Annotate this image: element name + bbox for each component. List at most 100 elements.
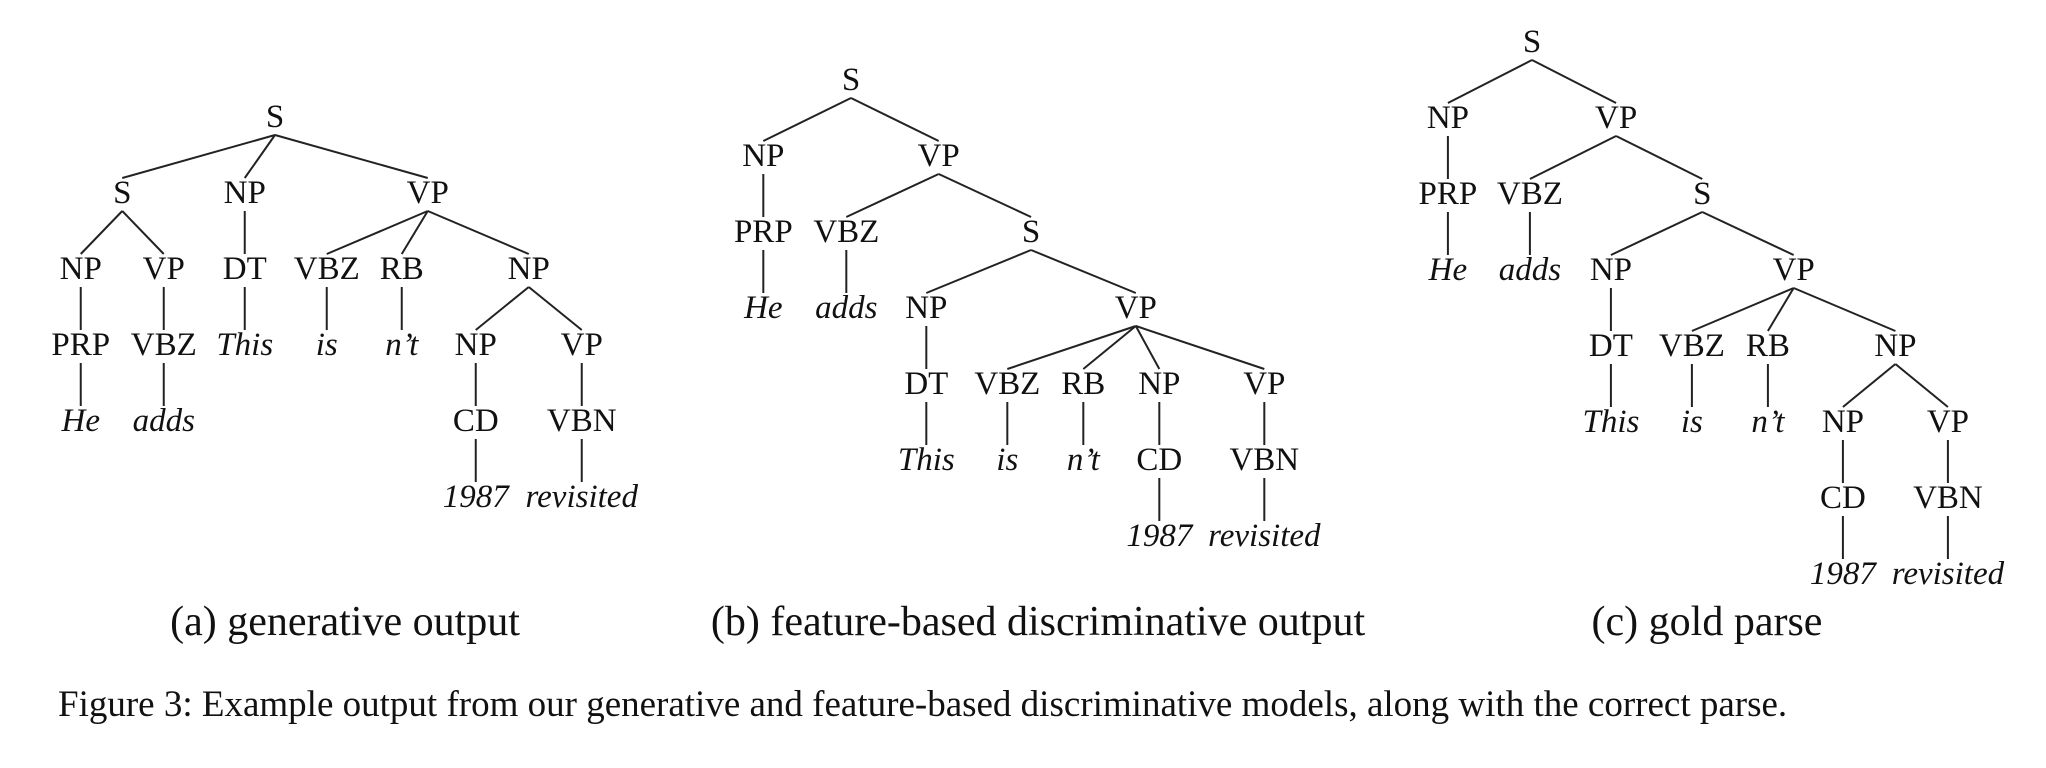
tree-edge [427, 210, 530, 255]
node-label-rb: RB [1061, 366, 1105, 402]
tree-edge [1006, 325, 1137, 370]
node-label-np: NP [1874, 328, 1916, 364]
tree-edge [850, 97, 940, 142]
node-label-vp: VP [561, 327, 603, 363]
node-label-vp: VP [143, 251, 185, 287]
tree-gold-parse: SNPPRPHeVPVBZaddsSNPDTThisVPVBZisRBn’tNP… [1419, 24, 2005, 592]
leaf-word: He [743, 290, 782, 326]
tree-edge [762, 97, 852, 142]
node-label-np: NP [905, 290, 947, 326]
leaf-word: is [316, 327, 338, 363]
leaf-word: is [996, 442, 1018, 478]
node-label-rb: RB [380, 251, 424, 287]
leaf-word: n’t [1751, 404, 1785, 440]
tree-generative-output: SSNPPRPHeVPVBZaddsNPDTThisVPVBZisRBn’tNP… [51, 99, 638, 515]
tree-feature-based-discriminative-output: SNPPRPHeVPVBZaddsSNPDTThisVPVBZisRBn’tNP… [734, 62, 1321, 554]
node-label-cd: CD [1820, 480, 1866, 516]
tree-edge [1691, 287, 1795, 332]
node-label-vp: VP [918, 138, 960, 174]
tree-edge [938, 173, 1032, 218]
tree-edge [1842, 363, 1897, 408]
subcaption-b: (b) feature-based discriminative output [711, 599, 1366, 645]
tree-edge [1767, 287, 1795, 332]
node-label-np: NP [60, 251, 102, 287]
leaf-word: revisited [1208, 518, 1321, 554]
node-label-prp: PRP [734, 214, 793, 250]
tree-edge [475, 286, 530, 331]
node-label-s: S [113, 175, 131, 211]
node-label-vp: VP [1243, 366, 1285, 402]
tree-edge [80, 210, 123, 255]
leaf-word: He [61, 403, 100, 439]
node-label-vbz: VBZ [813, 214, 879, 250]
node-label-vp: VP [1115, 290, 1157, 326]
node-label-vp: VP [1595, 100, 1637, 136]
leaf-word: This [216, 327, 273, 363]
node-label-dt: DT [1589, 328, 1633, 364]
node-label-vbz: VBZ [974, 366, 1040, 402]
leaf-word: adds [815, 290, 877, 326]
tree-edge [1615, 135, 1703, 180]
node-label-prp: PRP [1419, 176, 1478, 212]
tree-edge [1701, 211, 1795, 256]
leaf-word: 1987 [1810, 556, 1878, 592]
node-label-vbz: VBZ [294, 251, 360, 287]
tree-edge [1447, 59, 1533, 104]
leaf-word: 1987 [443, 479, 511, 515]
node-label-np: NP [224, 175, 266, 211]
node-label-cd: CD [453, 403, 499, 439]
tree-edge [1529, 135, 1617, 180]
tree-edge [1134, 325, 1161, 370]
leaf-word: adds [133, 403, 195, 439]
node-label-np: NP [1138, 366, 1180, 402]
node-label-vbn: VBN [1229, 442, 1299, 478]
leaf-word: revisited [526, 479, 639, 515]
leaf-word: He [1428, 252, 1467, 288]
tree-edge [1082, 325, 1137, 370]
node-label-np: NP [1822, 404, 1864, 440]
tree-edge [925, 249, 1032, 294]
node-label-dt: DT [223, 251, 267, 287]
subcaption-c: (c) gold parse [1592, 599, 1823, 645]
node-label-np: NP [1427, 100, 1469, 136]
leaf-word: This [898, 442, 955, 478]
tree-edge [1610, 211, 1703, 256]
tree-edge [1894, 363, 1949, 408]
node-label-vbz: VBZ [1659, 328, 1725, 364]
node-label-prp: PRP [51, 327, 110, 363]
node-label-cd: CD [1136, 442, 1182, 478]
tree-edge [243, 134, 276, 179]
tree-edge [1030, 249, 1137, 294]
node-label-s: S [1523, 24, 1541, 60]
tree-edge [400, 210, 429, 255]
node-label-vp: VP [1773, 252, 1815, 288]
node-label-s: S [842, 62, 860, 98]
tree-edge [1793, 287, 1896, 332]
tree-edge [121, 134, 276, 179]
node-label-vbn: VBN [1913, 480, 1983, 516]
node-label-vp: VP [407, 175, 449, 211]
leaf-word: adds [1499, 252, 1561, 288]
node-label-np: NP [455, 327, 497, 363]
tree-edge [326, 210, 429, 255]
leaf-word: n’t [1067, 442, 1101, 478]
leaf-word: revisited [1892, 556, 2005, 592]
node-label-vbz: VBZ [1497, 176, 1563, 212]
node-label-s: S [1693, 176, 1711, 212]
node-label-vbn: VBN [547, 403, 617, 439]
tree-edge [1135, 325, 1265, 370]
leaf-word: n’t [385, 327, 419, 363]
node-label-vbz: VBZ [131, 327, 197, 363]
node-label-s: S [1022, 214, 1040, 250]
node-label-vp: VP [1927, 404, 1969, 440]
leaf-word: 1987 [1126, 518, 1194, 554]
node-label-np: NP [508, 251, 550, 287]
node-label-np: NP [1590, 252, 1632, 288]
tree-edge [845, 173, 940, 218]
subcaption-a: (a) generative output [170, 599, 520, 645]
tree-edge [1531, 59, 1617, 104]
figure-caption: Figure 3: Example output from our genera… [58, 684, 1788, 725]
leaf-word: This [1582, 404, 1639, 440]
node-label-np: NP [742, 138, 784, 174]
